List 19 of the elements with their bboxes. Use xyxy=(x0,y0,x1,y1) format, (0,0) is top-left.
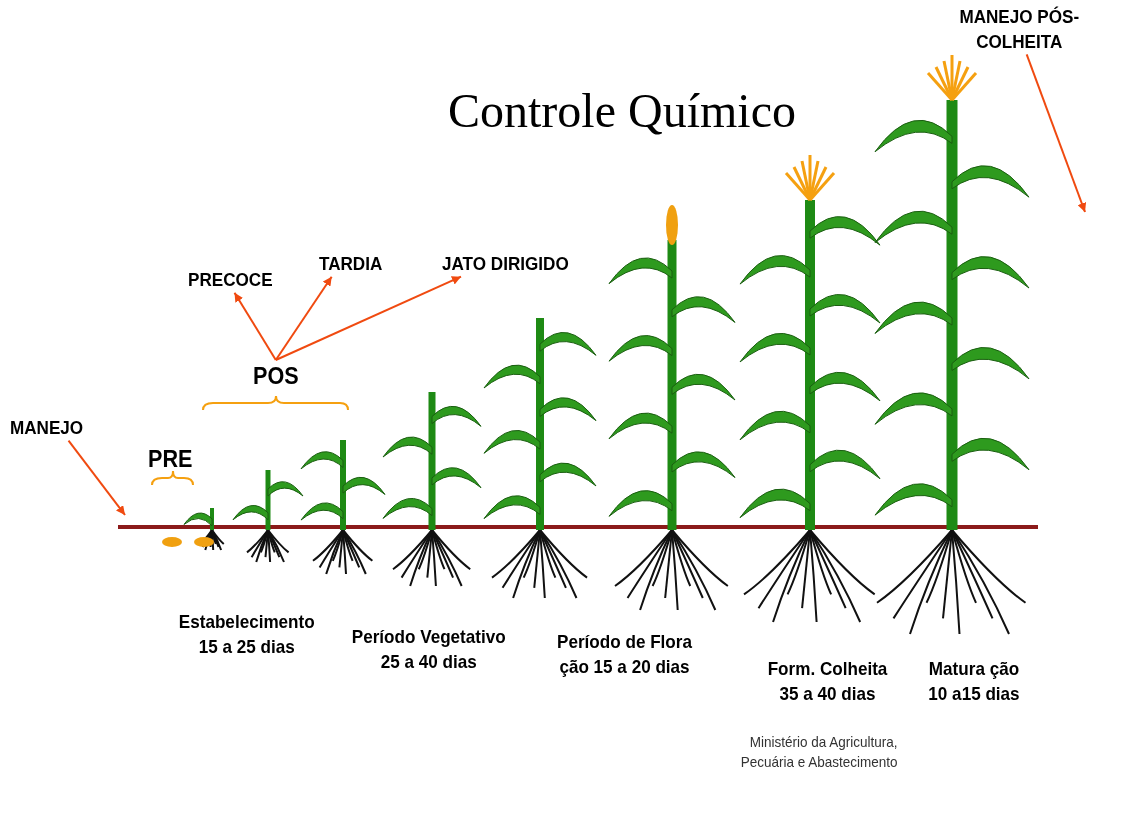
arrow xyxy=(233,291,277,361)
node-text: TARDIA xyxy=(319,252,383,277)
arrow xyxy=(274,275,333,361)
node-text: MANEJO xyxy=(10,416,84,441)
bracket-label: PRE xyxy=(148,444,193,474)
title: Controle Químico xyxy=(448,83,796,139)
stage-caption: Matura ção 10 a15 dias xyxy=(927,657,1021,706)
stage-caption: Form. Colheita 35 a 40 dias xyxy=(766,657,889,706)
node-text: JATO DIRIGIDO xyxy=(442,252,569,277)
node-text: POS xyxy=(253,360,299,392)
arrow xyxy=(67,439,126,516)
arrow xyxy=(1025,53,1087,213)
stage-caption: Período Vegetativo 25 a 40 dias xyxy=(350,625,507,674)
arrow xyxy=(274,275,462,361)
node-text: PRECOCE xyxy=(188,268,273,293)
node-text: MANEJO PÓS-COLHEITA xyxy=(945,5,1094,55)
ministry-text: Ministério da Agricultura, Pecuária e Abastecimento xyxy=(739,732,898,771)
stage-caption: Estabelecimento 15 a 25 dias xyxy=(177,610,316,659)
stage-caption: Período de Flora ção 15 a 20 dias xyxy=(556,630,693,679)
